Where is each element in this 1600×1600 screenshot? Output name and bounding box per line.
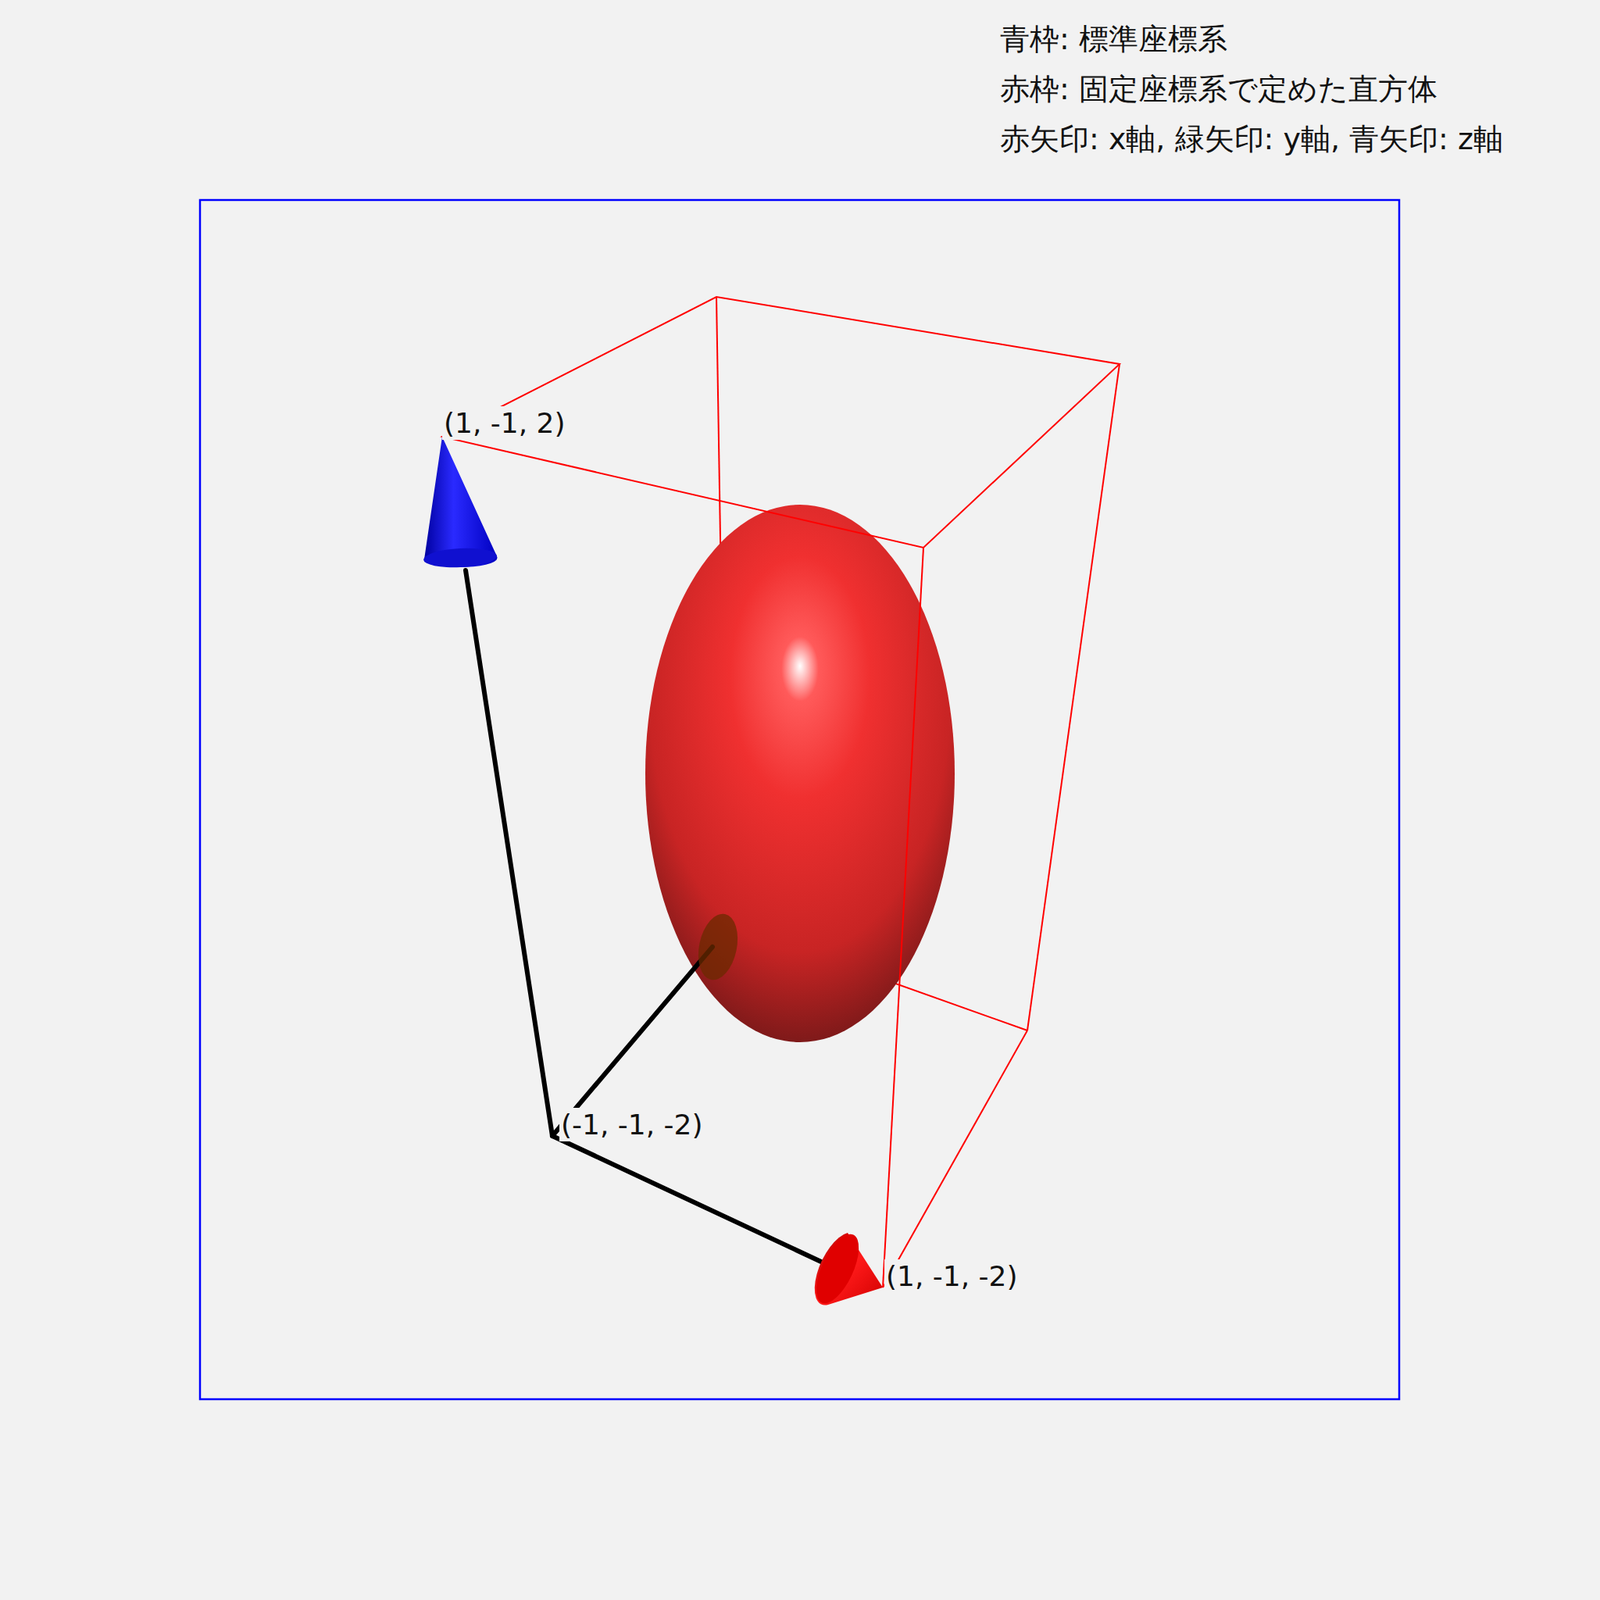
standard-frame	[200, 200, 1400, 1400]
coordinate-label: (-1, -1, -2)	[559, 1107, 705, 1142]
coordinate-label: (1, -1, -2)	[884, 1259, 1020, 1293]
legend-text: 赤枠: 固定座標系で定めた直方体	[1000, 71, 1438, 108]
legend-text: 赤矢印: x軸, 緑矢印: y軸, 青矢印: z軸	[1000, 121, 1504, 158]
z-axis-cone	[422, 436, 497, 569]
y-axis-cone	[692, 910, 744, 984]
ellipsoid	[645, 504, 955, 1043]
coordinate-label: (1, -1, 2)	[442, 406, 568, 440]
axis-lines	[465, 570, 833, 1268]
x-axis-cone	[807, 1228, 883, 1310]
legend-text: 青枠: 標準座標系	[1000, 21, 1228, 58]
box-edges	[442, 296, 1120, 1288]
